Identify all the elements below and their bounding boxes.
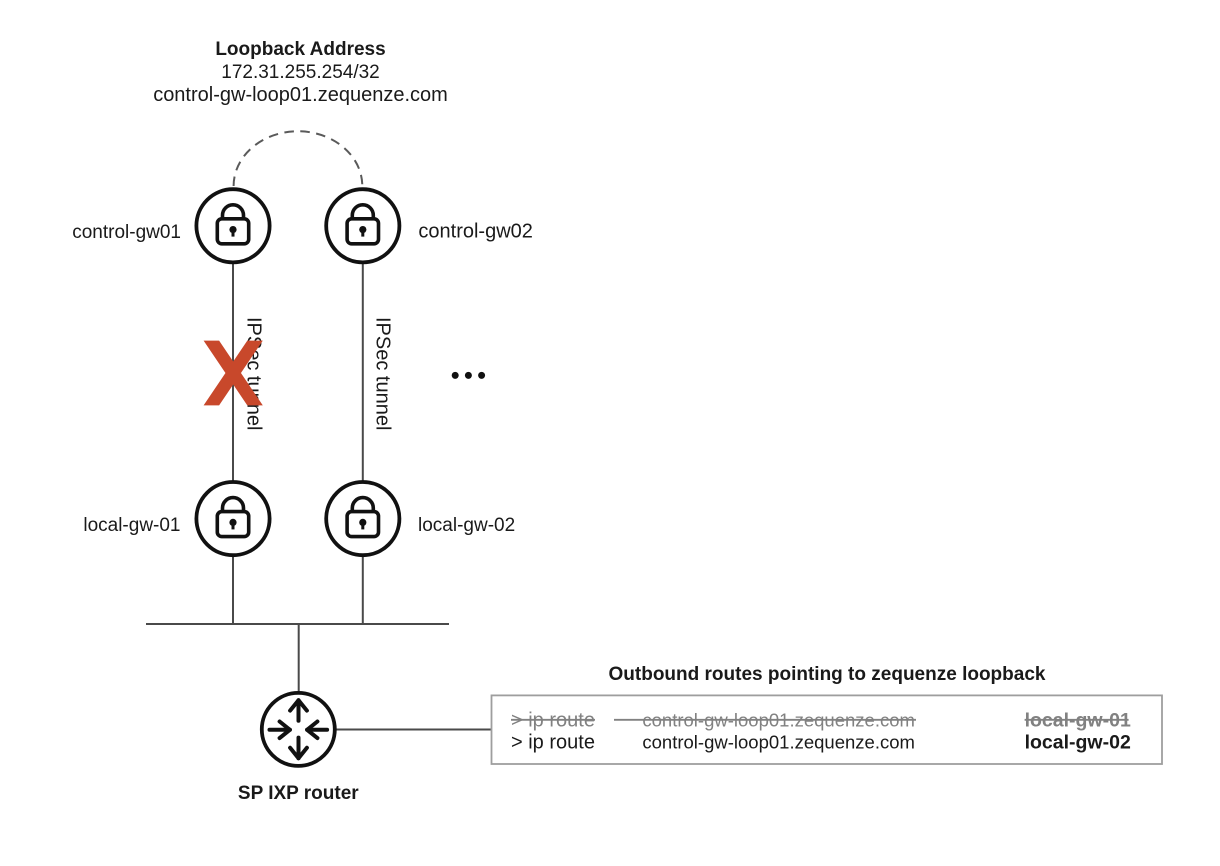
svg-text:control-gw01: control-gw01: [72, 222, 181, 243]
svg-text:control-gw-loop01.zequenze.com: control-gw-loop01.zequenze.com: [153, 84, 448, 106]
svg-text:control-gw02: control-gw02: [418, 221, 533, 243]
svg-text:SP IXP router: SP IXP router: [238, 783, 359, 804]
svg-text:local-gw-02: local-gw-02: [418, 515, 515, 536]
svg-text:172.31.255.254/32: 172.31.255.254/32: [221, 62, 380, 83]
svg-text:control-gw-loop01.zequenze.com: control-gw-loop01.zequenze.com: [642, 731, 915, 752]
svg-text:Loopback Address: Loopback Address: [215, 39, 385, 60]
svg-text:local-gw-02: local-gw-02: [1025, 731, 1131, 753]
svg-text:> ip route: > ip route: [511, 731, 595, 753]
svg-text:Outbound routes pointing to ze: Outbound routes pointing to zequenze loo…: [609, 664, 1046, 685]
svg-text:IPSec tunnel: IPSec tunnel: [371, 317, 393, 430]
svg-text:IPSec tunnel: IPSec tunnel: [243, 317, 265, 430]
svg-text:local-gw-01: local-gw-01: [83, 515, 180, 536]
